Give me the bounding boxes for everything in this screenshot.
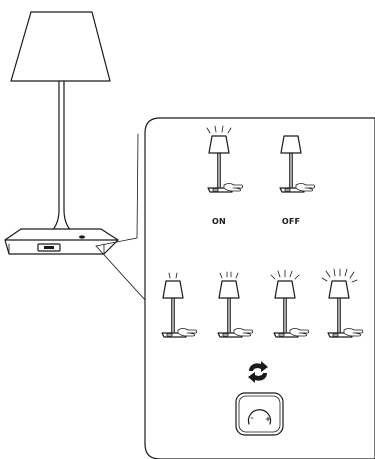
on-label: ON [212, 217, 226, 226]
lamp-stem [47, 80, 60, 237]
light-rays-icon [321, 268, 358, 283]
usb-port [37, 243, 61, 252]
lamp-base [4, 228, 119, 255]
callout-connector-top [95, 133, 139, 247]
light-rays-icon [168, 272, 178, 279]
lamp-dim-level-4 [321, 268, 364, 338]
lamp-dim-level-1 [161, 272, 198, 338]
lamp-dim-level-3 [270, 269, 310, 338]
off-label: OFF [282, 217, 300, 226]
lamp-shade [10, 11, 111, 82]
lamp-dim-level-2 [217, 271, 254, 338]
switch-demo-row: ON OFF [206, 125, 316, 226]
light-rays-icon [219, 271, 239, 279]
dimming-demo-row [161, 268, 364, 338]
light-rays-icon [206, 125, 232, 134]
large-lamp [4, 11, 119, 255]
touch-spot [79, 235, 85, 239]
light-rays-icon [270, 269, 300, 280]
dimmer-knob-icon [235, 392, 284, 436]
lamp-on [206, 125, 244, 193]
cycle-arrows-icon [248, 361, 268, 383]
